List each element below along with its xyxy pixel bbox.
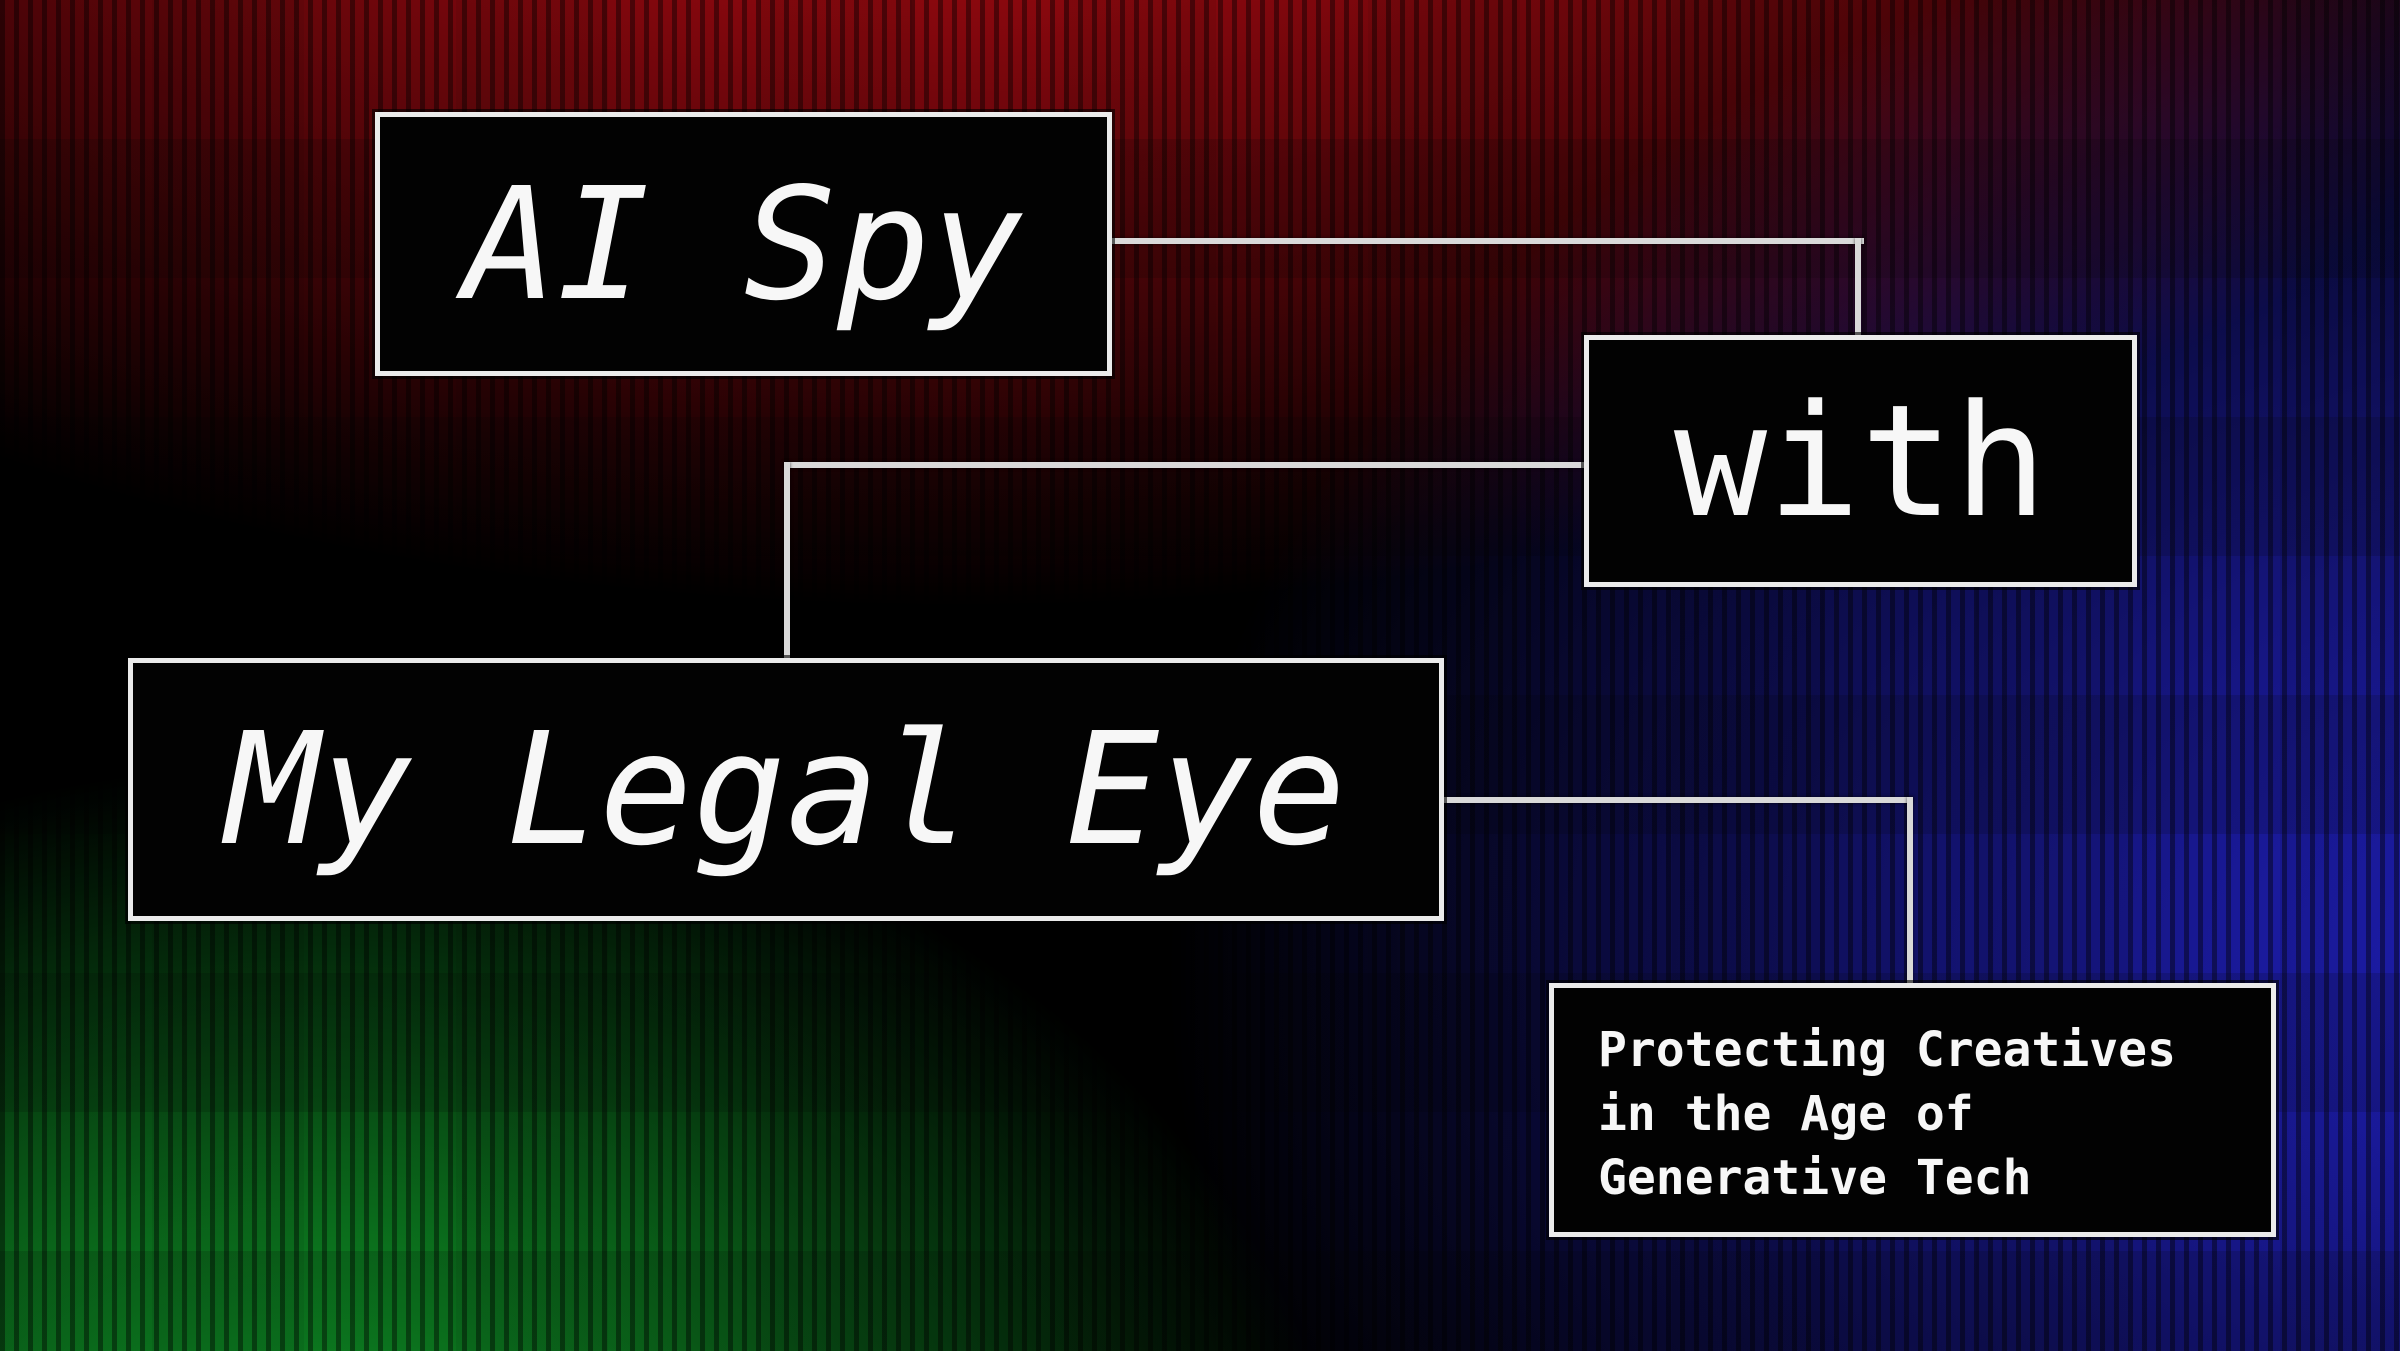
- connector-with-mylegaleye-vertical: [784, 462, 790, 661]
- connector-aispy-with-horizontal: [1112, 238, 1864, 244]
- connector-mylegaleye-subtitle-horizontal: [1444, 797, 1913, 803]
- title-text-ai-spy: AI Spy: [463, 153, 1024, 335]
- title-box-ai-spy: AI Spy: [375, 112, 1112, 376]
- subtitle-line-3: Generative Tech: [1598, 1150, 2032, 1206]
- title-text-with: with: [1673, 370, 2048, 552]
- connector-mylegaleye-subtitle-vertical: [1907, 797, 1913, 986]
- connector-aispy-with-vertical: [1855, 238, 1861, 338]
- subtitle-box: Protecting Creatives in the Age of Gener…: [1549, 983, 2276, 1237]
- subtitle-line-1: Protecting Creatives: [1598, 1022, 2176, 1078]
- title-box-with: with: [1584, 335, 2137, 587]
- subtitle-line-2: in the Age of: [1598, 1086, 1974, 1142]
- connector-with-mylegaleye-horizontal: [784, 462, 1587, 468]
- title-text-my-legal-eye: My Legal Eye: [226, 699, 1346, 880]
- title-box-my-legal-eye: My Legal Eye: [128, 658, 1444, 921]
